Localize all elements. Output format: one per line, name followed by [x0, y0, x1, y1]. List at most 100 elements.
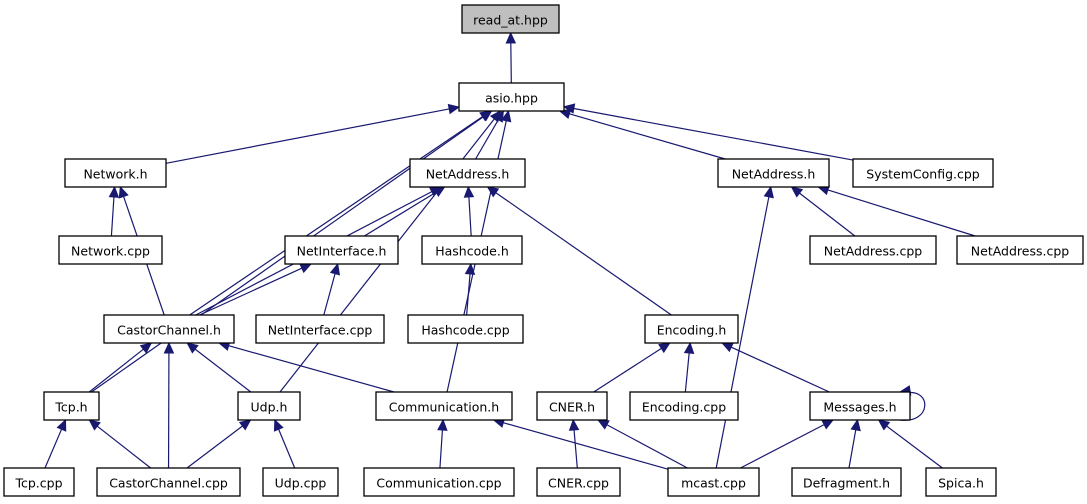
node-box [64, 158, 167, 188]
node-label: NetAddress.cpp [971, 244, 1070, 259]
arrowhead-icon [596, 419, 610, 430]
node-label: Tcp.h [54, 400, 87, 415]
node-communication-cpp[interactable]: Communication.cpp [363, 467, 515, 497]
edge-line [44, 428, 63, 469]
edge-line [194, 348, 252, 393]
node-label: SystemConfig.cpp [866, 167, 979, 182]
node-label: CNER.h [549, 400, 595, 415]
node-asio[interactable]: asio.hpp [458, 82, 565, 112]
edge-line [228, 345, 395, 393]
node-netinterface-h[interactable]: NetInterface.h [284, 235, 399, 265]
node-box [791, 467, 902, 497]
node-label: NetAddress.h [426, 167, 510, 182]
node-label: Network.cpp [71, 244, 150, 259]
node-box [629, 391, 739, 421]
edge-netinterface_h-to-netaddress_h1 [364, 186, 446, 237]
edge-line [573, 107, 854, 161]
node-label: NetAddress.h [732, 167, 816, 182]
edge-systemconfig-to-asio [562, 103, 854, 161]
node-encoding-h[interactable]: Encoding.h [644, 314, 739, 344]
node-netinterface-cpp[interactable]: NetInterface.cpp [255, 314, 385, 344]
node-messages-h[interactable]: Messages.h [809, 391, 911, 421]
arrowhead-icon [186, 342, 199, 354]
node-udp-h[interactable]: Udp.h [237, 391, 301, 421]
node-defragment-h[interactable]: Defragment.h [791, 467, 902, 497]
edge-line [740, 424, 825, 469]
node-label: Communication.cpp [376, 476, 501, 491]
edge-line [323, 273, 336, 316]
arrowhead-icon [763, 185, 774, 199]
edge-line [466, 273, 471, 316]
node-read-at[interactable]: read_at.hpp [461, 4, 560, 34]
node-label: Messages.h [823, 400, 896, 415]
edge-mcast_cpp-to-netaddress_h2 [715, 185, 774, 469]
edge-line [88, 348, 144, 393]
arrowhead-icon [486, 186, 500, 198]
node-box [409, 158, 526, 188]
edge-line [827, 189, 976, 237]
arrowhead-icon [658, 342, 671, 354]
node-tcp-cpp[interactable]: Tcp.cpp [3, 467, 75, 497]
edge-line [165, 108, 450, 164]
node-box [536, 391, 608, 421]
node-spica-h[interactable]: Spica.h [925, 467, 997, 497]
node-label: CNER.cpp [548, 476, 609, 491]
node-box [262, 467, 339, 497]
node-cner-h[interactable]: CNER.h [536, 391, 608, 421]
node-box [58, 235, 163, 265]
arrowhead-icon [447, 103, 461, 115]
edge-line [799, 192, 856, 237]
node-hashcode-h[interactable]: Hashcode.h [421, 235, 523, 265]
node-castorchannel-h[interactable]: CastorChannel.h [103, 314, 235, 344]
arrowhead-icon [501, 109, 512, 123]
edge-line [475, 119, 499, 160]
arrowhead-icon [790, 186, 804, 198]
node-label: Communication.h [389, 400, 499, 415]
node-label: NetInterface.cpp [268, 323, 373, 338]
node-box [407, 314, 524, 344]
node-castorchannel-cpp[interactable]: CastorChannel.cpp [96, 467, 241, 497]
arrowhead-icon [273, 418, 284, 432]
edge-line [573, 429, 578, 469]
node-box [3, 467, 75, 497]
edge-communication_cpp-to-communication_h [437, 418, 448, 469]
edge-tcp_h-to-castorchannel_h [88, 342, 153, 393]
edge-line [593, 347, 662, 393]
arrowhead-icon [108, 185, 120, 198]
edge-castorchannel_h-to-netinterface_h [199, 263, 313, 316]
edge-line [503, 422, 669, 470]
arrowhead-icon [562, 103, 576, 114]
node-network-cpp[interactable]: Network.cpp [58, 235, 163, 265]
edge-udp_h-to-castorchannel_h [186, 342, 252, 393]
edge-line [189, 116, 483, 316]
edge-line [468, 196, 472, 237]
edge-netinterface_cpp-to-netinterface_h [323, 262, 341, 316]
node-label: Encoding.cpp [642, 400, 726, 415]
node-netaddress-cpp1[interactable]: NetAddress.cpp [809, 235, 937, 265]
node-label: asio.hpp [485, 91, 538, 106]
node-network-h[interactable]: Network.h [64, 158, 167, 188]
node-box [363, 467, 515, 497]
node-box [644, 314, 739, 344]
node-udp-cpp[interactable]: Udp.cpp [262, 467, 339, 497]
node-netaddress-h1[interactable]: NetAddress.h [409, 158, 526, 188]
edge-castorchannel_cpp-to-castorchannel_h [163, 341, 175, 469]
node-netaddress-cpp2[interactable]: NetAddress.cpp [956, 235, 1084, 265]
node-systemconfig[interactable]: SystemConfig.cpp [852, 158, 994, 188]
node-encoding-cpp[interactable]: Encoding.cpp [629, 391, 739, 421]
node-netaddress-h2[interactable]: NetAddress.h [717, 158, 830, 188]
node-hashcode-cpp[interactable]: Hashcode.cpp [407, 314, 524, 344]
node-box [925, 467, 997, 497]
arrowhead-icon [463, 185, 475, 198]
edge-asio-to-read_at [505, 31, 517, 84]
node-mcast-cpp[interactable]: mcast.cpp [667, 467, 760, 497]
node-cner-cpp[interactable]: CNER.cpp [536, 467, 621, 497]
arrowhead-icon [88, 419, 101, 431]
arrowhead-icon [299, 263, 313, 274]
node-tcp-h[interactable]: Tcp.h [43, 391, 100, 421]
edge-encoding_h-to-netaddress_h1 [486, 186, 672, 316]
node-communication-h[interactable]: Communication.h [375, 391, 513, 421]
edge-hashcode_h-to-netaddress_h1 [463, 185, 475, 237]
arrowhead-icon [877, 419, 891, 431]
